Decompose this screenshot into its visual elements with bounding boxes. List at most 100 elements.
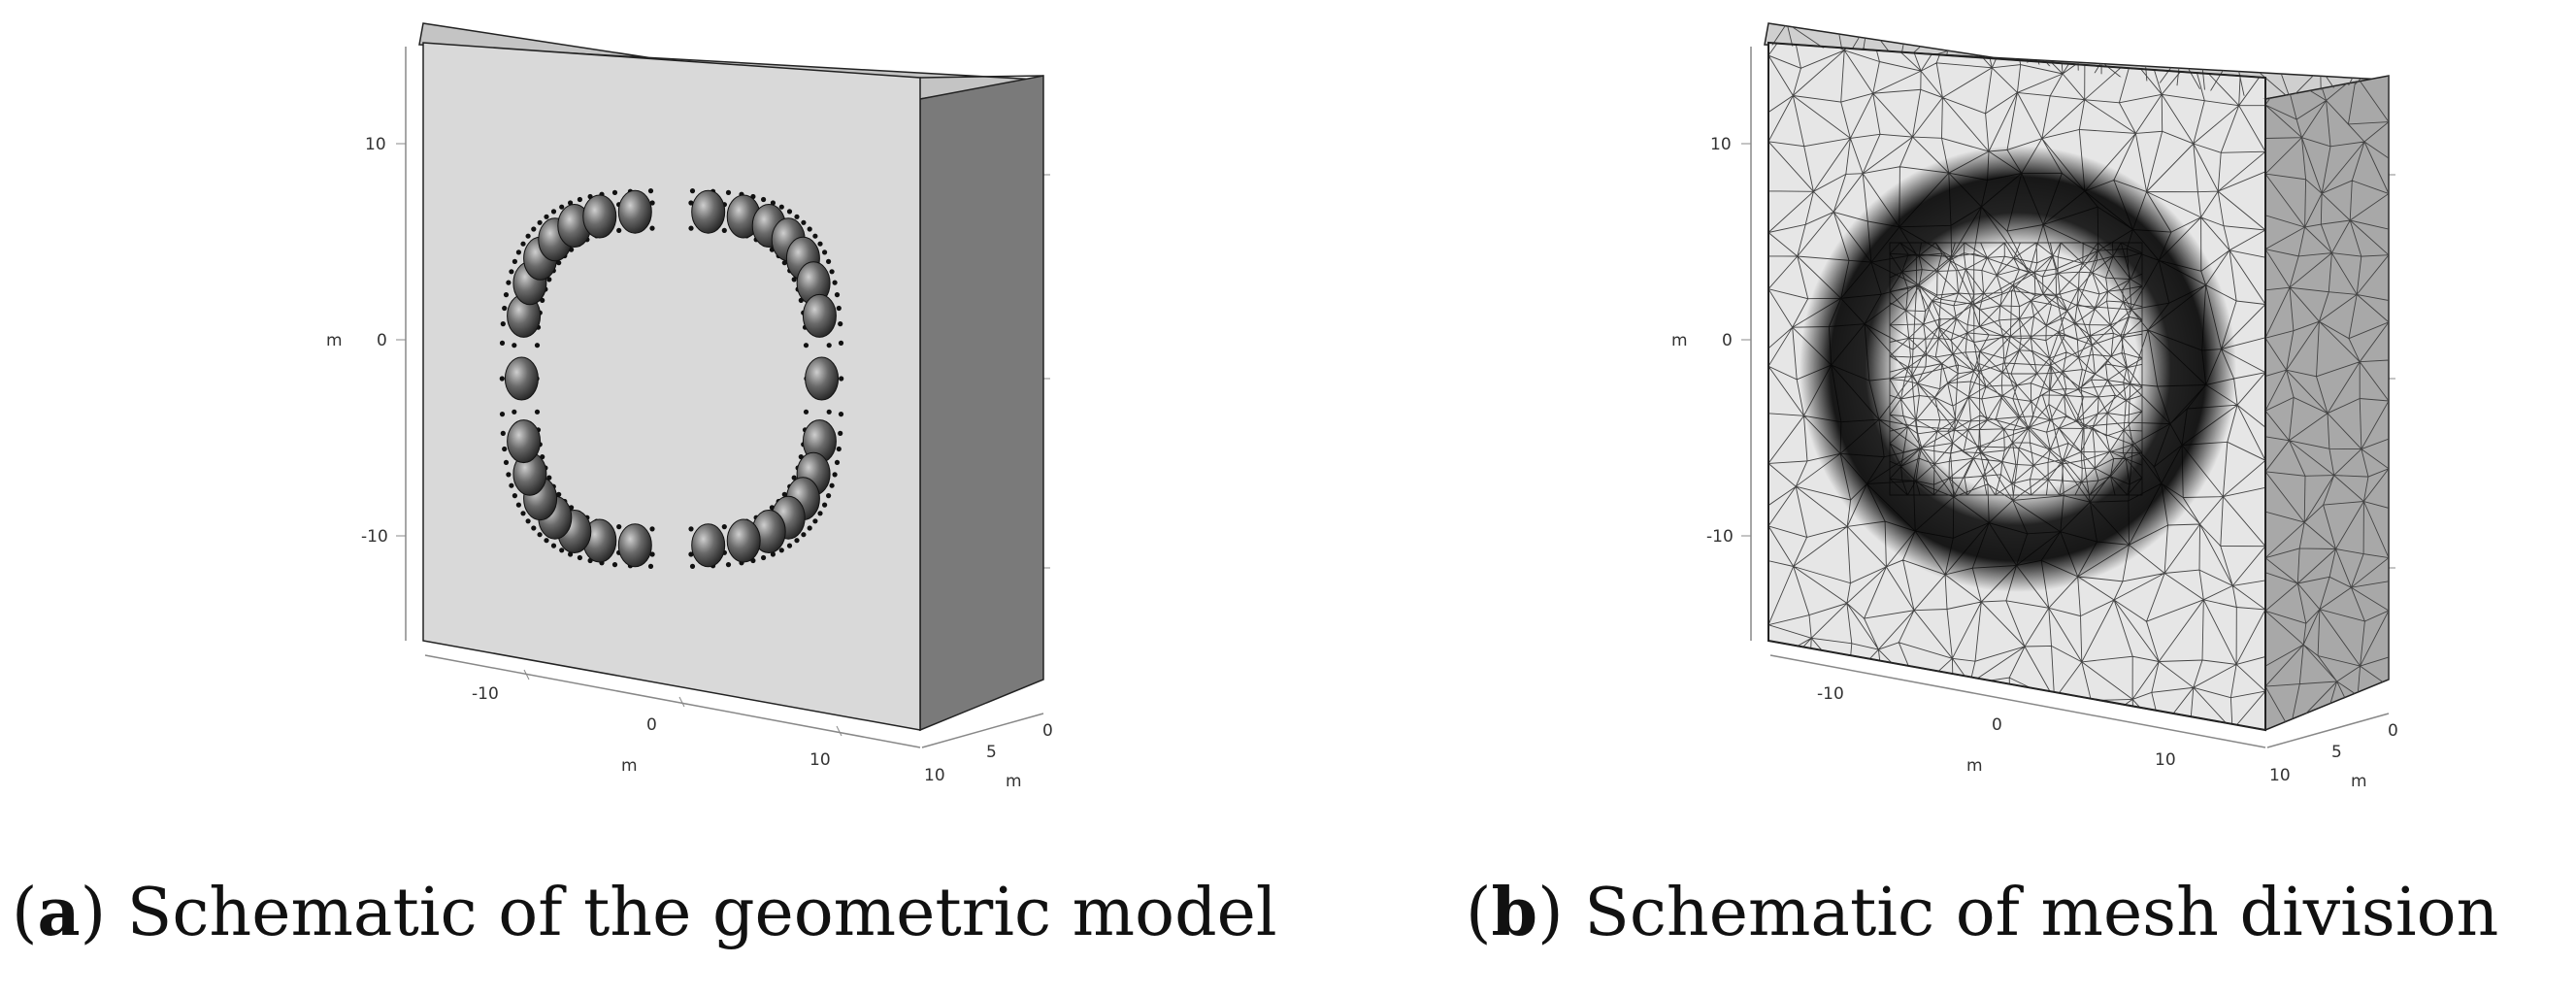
anchor-dot [525,518,531,524]
anchor-dot [512,493,518,499]
pile-ring [504,189,840,568]
anchor-dot [506,472,512,478]
anchor-dot [826,258,832,264]
anchor-dot [836,305,842,312]
anchor-dot [803,409,809,415]
y-unit-a: m [326,331,343,350]
anchor-dot [556,491,562,497]
anchor-dot [778,204,784,210]
anchor-dot [725,562,732,568]
anchor-dot [611,562,618,568]
pile [617,523,652,568]
anchor-dot [761,196,767,203]
anchor-dot [649,551,655,557]
block-edge [919,75,1044,79]
mesh-refined-zone [1800,146,2236,592]
anchor-dot [611,189,618,195]
anchor-dot [506,280,512,285]
anchor-dot [817,511,823,516]
anchor-dot [778,548,784,553]
mesh-front-outline [1767,41,2266,732]
anchor-dot [786,209,793,215]
anchor-dot [559,204,565,210]
anchor-dot [839,376,844,382]
anchor-dot [807,226,812,232]
anchor-dot [838,340,844,346]
x-tick-mark-a-3 [836,725,842,737]
anchor-dot [838,412,844,417]
anchor-dot [577,554,583,561]
x-tick-b-3: 10 [2155,750,2176,770]
anchor-dot [556,260,562,266]
z-tick-a-3: 10 [924,766,945,785]
anchor-dot [500,321,506,327]
anchor-dot [791,475,797,481]
anchor-dot [826,343,832,349]
pile [582,194,617,239]
anchor-dot [531,226,537,232]
anchor-dot [559,548,565,553]
pile [504,356,539,401]
y-tick-a-3: -10 [361,527,388,547]
y-tick-a-2: 0 [377,331,387,350]
anchor-dot [537,532,543,538]
anchor-dot [829,482,835,488]
y-tick-b-3: -10 [1706,527,1734,547]
y-tick-b-1: 10 [1710,135,1732,154]
anchor-dot [801,532,807,538]
pile [691,523,726,568]
anchor-dot [577,196,583,203]
anchor-dot [515,502,522,508]
mesh-division-diagram: 10 0 -10 m -10 0 10 m 0 5 10 m [1671,22,2398,791]
x-tick-a-3: 10 [809,750,831,770]
anchor-dot [550,543,557,548]
anchor-dot [499,376,505,382]
anchor-dot [838,321,843,327]
anchor-dot [826,409,832,415]
x-tick-mark-a-2 [678,696,685,708]
block-side-face [919,75,1044,732]
anchor-dot [721,524,727,530]
caption-a-text: Schematic of the geometric model [126,875,1277,951]
x-tick-a-2: 0 [646,715,657,735]
caption-a: (a) Schematic of the geometric model [12,874,1277,951]
anchor-dot [649,526,655,532]
x-axis-line-a [424,654,921,748]
anchor-dot [509,269,514,275]
z-tick-b-2: 5 [2331,743,2342,762]
z-tick-b-1: 0 [2388,721,2398,741]
z-axis-line-a [921,713,1044,748]
mesh-lines-side [2265,76,2389,730]
anchor-dot [503,292,510,298]
geometric-model-diagram: 10 0 -10 m -10 0 10 m 0 5 10 m [326,22,1053,791]
z-tick-a-1: 0 [1042,721,1053,741]
caption-a-letter: a [37,874,81,951]
anchor-dot [647,188,654,194]
x-tick-a-1: -10 [472,684,499,704]
anchor-dot [794,214,800,219]
mesh-side-face [2264,75,2390,732]
anchor-dot [834,292,841,298]
x-tick-b-1: -10 [1817,684,1844,704]
y-unit-b: m [1671,331,1688,350]
anchor-dot [689,563,696,570]
anchor-dot [781,491,787,497]
anchor-dot [794,538,800,544]
anchor-dot [534,409,541,415]
block-front-face [422,42,921,731]
anchor-dot [786,543,793,548]
anchor-dot [499,340,506,346]
mesh-element-lines [2265,76,2389,730]
z-tick-b-3: 10 [2269,766,2291,785]
anchor-dot [807,525,812,531]
anchor-dot [689,188,696,194]
anchor-dot [649,200,655,206]
pile [617,189,652,234]
pile [802,293,837,338]
anchor-dot [812,233,818,239]
x-unit-a: m [621,756,638,776]
anchor-dot [791,277,797,282]
anchor-dot [649,225,655,231]
anchor-dot [822,249,828,255]
pile [805,356,840,401]
